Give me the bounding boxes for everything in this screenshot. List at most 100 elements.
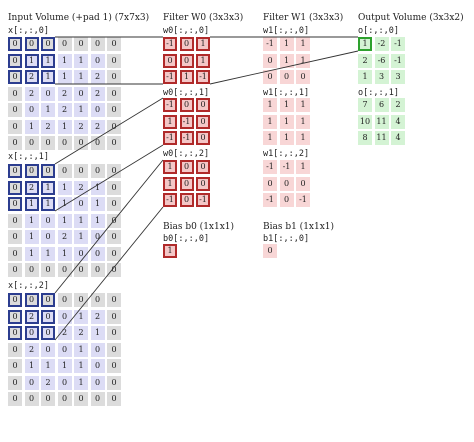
w0-slice-1-cell-r1-c1: -1 [179, 114, 194, 129]
input-slice-0-cell-r2-c0: 0 [8, 70, 22, 84]
w1-slice-0-cell-r0-c0: -1 [263, 37, 277, 51]
input-slice-1-cell-r1-c4: 2 [74, 180, 88, 195]
input-slice-2-cell-r5-c3: 0 [57, 375, 72, 390]
w1-slice-0-label: w1[:,:,0] [263, 26, 310, 36]
w0-slice-2-cell-r2-c0: -1 [163, 193, 177, 207]
input-slice-0-cell-r5-c6: 0 [107, 119, 121, 134]
w1-slice-2-cell-r1-c1: 0 [279, 176, 294, 191]
input-slice-1-cell-r5-c4: 0 [74, 246, 88, 261]
w1-slice-2-label: w1[:,:,2] [263, 149, 310, 159]
input-slice-1-cell-r2-c2: 1 [41, 197, 55, 211]
input-slice-1-cell-r4-c5: 0 [90, 230, 105, 244]
w0-slice-2-cell-r0-c2: 0 [196, 160, 210, 174]
input-slice-2-cell-r1-c4: 1 [74, 309, 88, 324]
input-slice-0-cell-r5-c2: 2 [41, 119, 55, 134]
input-slice-1-cell-r4-c2: 0 [41, 230, 55, 244]
input-slice-2-cell-r5-c6: 0 [107, 375, 121, 390]
w0-slice-2-cell-r2-c1: 0 [179, 193, 194, 207]
input-slice-2-cell-r1-c2: 0 [41, 309, 55, 324]
input-slice-1-cell-r2-c6: 0 [107, 197, 121, 211]
w0-slice-2-label: w0[:,:,2] [163, 149, 210, 159]
input-slice-0-cell-r5-c3: 1 [57, 119, 72, 134]
output-slice-0-cell-r1-c0: 2 [358, 53, 372, 68]
input-slice-1-cell-r6-c1: 0 [24, 263, 39, 277]
input-slice-0-cell-r4-c5: 0 [90, 103, 105, 117]
input-slice-1-cell-r3-c6: 0 [107, 213, 121, 228]
input-slice-2-cell-r1-c3: 0 [57, 309, 72, 324]
input-slice-1-cell-r5-c6: 0 [107, 246, 121, 261]
input-slice-2-cell-r0-c3: 0 [57, 293, 72, 307]
input-slice-2-cell-r4-c6: 0 [107, 359, 121, 373]
w1-slice-1-cell-r2-c0: 1 [263, 131, 277, 145]
input-slice-0-cell-r4-c2: 1 [41, 103, 55, 117]
w1-slice-2-cell-r2-c0: -1 [263, 193, 277, 207]
input-slice-2-cell-r4-c0: 0 [8, 359, 22, 373]
output-slice-0-cell-r2-c1: 3 [374, 70, 389, 84]
bias-b1-heading: Bias b1 (1x1x1) [263, 222, 335, 232]
input-slice-1-cell-r6-c3: 0 [57, 263, 72, 277]
input-slice-0-cell-r4-c0: 0 [8, 103, 22, 117]
input-slice-1-cell-r0-c4: 0 [74, 164, 88, 178]
input-slice-0-cell-r0-c5: 0 [90, 37, 105, 51]
w0-slice-2-cell-r0-c1: 0 [179, 160, 194, 174]
input-slice-1-cell-r1-c0: 0 [8, 180, 22, 195]
input-slice-0-cell-r3-c6: 0 [107, 86, 121, 101]
input-slice-1-cell-r5-c1: 1 [24, 246, 39, 261]
output-slice-1-cell-r2-c0: 8 [358, 131, 372, 145]
input-slice-0-cell-r4-c4: 1 [74, 103, 88, 117]
w0-slice-0-cell-r0-c0: -1 [163, 37, 177, 51]
input-slice-0-cell-r6-c2: 0 [41, 136, 55, 150]
input-slice-2-cell-r6-c3: 0 [57, 392, 72, 406]
input-slice-1-cell-r2-c1: 1 [24, 197, 39, 211]
input-slice-2-cell-r1-c1: 2 [24, 309, 39, 324]
input-slice-1-cell-r3-c4: 1 [74, 213, 88, 228]
bias-b0-label: b0[:,:,0] [163, 234, 210, 244]
input-slice-2-cell-r2-c6: 0 [107, 326, 121, 340]
input-slice-2-cell-r3-c1: 2 [24, 342, 39, 357]
input-slice-2-cell-r3-c0: 0 [8, 342, 22, 357]
input-slice-1-cell-r0-c0: 0 [8, 164, 22, 178]
w0-slice-0-label: w0[:,:,0] [163, 26, 210, 36]
w0-slice-1-cell-r1-c2: 0 [196, 114, 210, 129]
input-slice-2-cell-r2-c5: 1 [90, 326, 105, 340]
input-slice-0-cell-r4-c6: 0 [107, 103, 121, 117]
input-slice-2-cell-r6-c1: 0 [24, 392, 39, 406]
input-slice-1-cell-r4-c1: 1 [24, 230, 39, 244]
input-slice-1-cell-r1-c3: 1 [57, 180, 72, 195]
input-slice-0-cell-r5-c1: 1 [24, 119, 39, 134]
input-slice-2-cell-r2-c3: 2 [57, 326, 72, 340]
output-slice-1-cell-r1-c0: 10 [358, 114, 372, 129]
output-slice-0-cell-r1-c2: -1 [391, 53, 405, 68]
w1-slice-2-cell-r1-c0: 0 [263, 176, 277, 191]
input-slice-1-cell-r5-c2: 1 [41, 246, 55, 261]
input-slice-1-cell-r0-c6: 0 [107, 164, 121, 178]
w0-slice-0-cell-r0-c1: 0 [179, 37, 194, 51]
w0-slice-0-cell-r1-c1: 0 [179, 53, 194, 68]
input-slice-1-label: x[:,:,1] [8, 152, 49, 162]
input-slice-0-cell-r3-c1: 2 [24, 86, 39, 101]
filter-w1-heading: Filter W1 (3x3x3) [263, 13, 344, 23]
input-slice-1-cell-r3-c2: 0 [41, 213, 55, 228]
w1-slice-2-cell-r2-c2: -1 [296, 193, 310, 207]
input-slice-1-cell-r0-c3: 0 [57, 164, 72, 178]
input-slice-0-cell-r2-c5: 2 [90, 70, 105, 84]
input-slice-0-cell-r0-c4: 0 [74, 37, 88, 51]
filter-w0-heading: Filter W0 (3x3x3) [163, 13, 244, 23]
output-slice-0-cell-r2-c0: 1 [358, 70, 372, 84]
w0-slice-1-label: w0[:,:,1] [163, 88, 210, 98]
w1-slice-1-cell-r2-c1: 1 [279, 131, 294, 145]
input-slice-2-cell-r3-c6: 0 [107, 342, 121, 357]
input-slice-2-cell-r4-c3: 1 [57, 359, 72, 373]
w1-slice-0-cell-r1-c1: 1 [279, 53, 294, 68]
input-slice-0-cell-r4-c3: 2 [57, 103, 72, 117]
w1-slice-1-cell-r0-c1: 1 [279, 98, 294, 112]
output-slice-1-cell-r0-c2: 2 [391, 98, 405, 112]
w1-slice-1-cell-r2-c2: 1 [296, 131, 310, 145]
output-slice-1-cell-r0-c1: 6 [374, 98, 389, 112]
input-slice-0-cell-r1-c2: 1 [41, 53, 55, 68]
input-slice-0-cell-r1-c6: 0 [107, 53, 121, 68]
w1-slice-2-cell-r2-c1: 0 [279, 193, 294, 207]
input-slice-0-cell-r2-c3: 1 [57, 70, 72, 84]
output-slice-1-cell-r1-c1: 11 [374, 114, 389, 129]
bias-b1-value: 0 [263, 244, 277, 258]
